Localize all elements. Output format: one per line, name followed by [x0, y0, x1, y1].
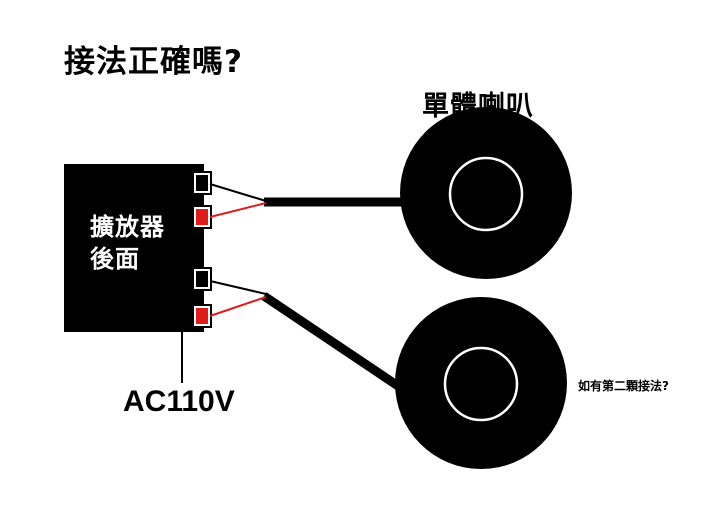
speaker-1-cone-ring — [448, 156, 524, 232]
speaker-2-body — [395, 297, 567, 469]
wire-2-positive — [209, 296, 267, 317]
wire-1-negative — [209, 183, 267, 202]
wire-1-positive — [209, 202, 267, 218]
speaker-2 — [395, 297, 567, 469]
amplifier-label: 擴放器 後面 — [90, 211, 165, 275]
page-title: 接法正確嗎? — [64, 44, 243, 80]
amplifier-label-line2: 後面 — [90, 245, 140, 273]
terminal-1-positive — [196, 209, 208, 225]
speaker-1-body — [400, 107, 572, 279]
amplifier-body — [64, 164, 204, 332]
wire-2-negative — [209, 280, 267, 295]
terminal-group-1 — [192, 171, 212, 229]
power-label: AC110V — [123, 385, 235, 418]
terminal-1-negative — [196, 175, 208, 191]
amplifier-label-line1: 擴放器 — [90, 213, 165, 241]
speaker-label: 單體喇叭 — [422, 91, 534, 122]
terminal-2-positive — [196, 308, 208, 324]
speaker-1 — [400, 107, 572, 279]
speaker-2-cone-ring — [443, 346, 519, 422]
terminal-group-2 — [192, 267, 212, 328]
speaker-2-cable — [261, 292, 407, 394]
second-speaker-question: 如有第二顆接法? — [578, 379, 669, 393]
terminal-2-negative — [196, 271, 208, 287]
